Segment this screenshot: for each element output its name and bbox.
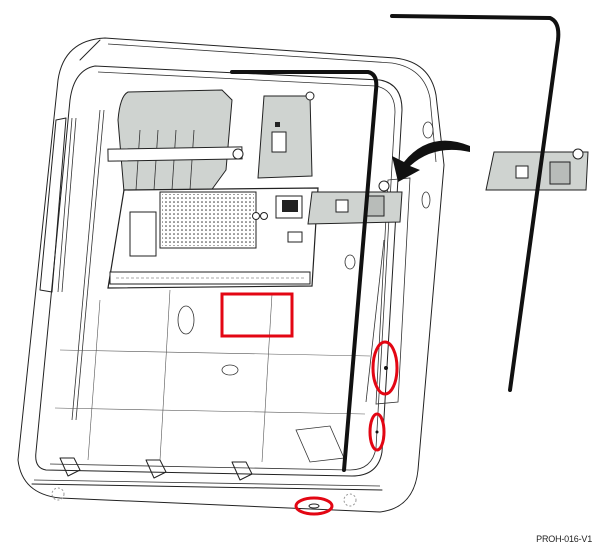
mounting-area-rectangle [220,292,294,338]
antenna-connector-board-detached [485,148,589,191]
antenna-cable-external [390,14,561,392]
antenna-connector-board [307,180,403,225]
insertion-arrow [392,140,470,182]
enclosure-base [17,37,445,513]
bottom-knockout [294,496,334,516]
antenna-cable-installed [230,70,379,472]
control-panel-pcb [107,187,319,289]
plug-in-module [257,91,315,179]
side-knockout-upper [371,340,399,396]
side-knockout-lower [368,412,386,452]
power-supply-module [107,89,244,193]
figure-reference-code: PROH-016-V1 [536,534,592,544]
highlights [220,292,399,516]
